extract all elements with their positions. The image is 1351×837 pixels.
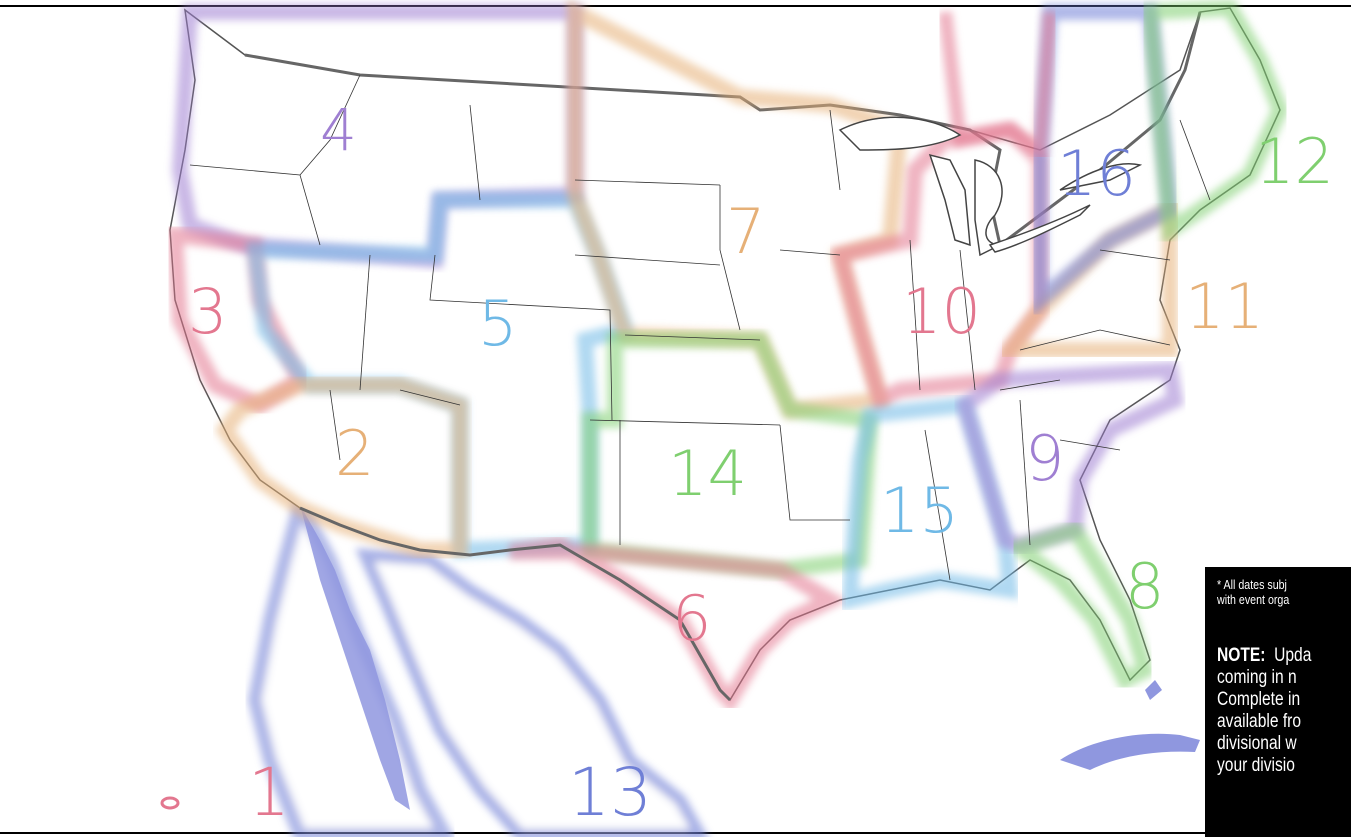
division-label-11: 11 <box>1185 270 1264 343</box>
division-label-16: 16 <box>1057 137 1136 210</box>
us-mexico-border <box>299 506 732 702</box>
note-panel: * All dates subj with event orga NOTE: U… <box>1205 567 1351 837</box>
hawaii-island <box>160 796 180 810</box>
mexico-region <box>247 486 709 837</box>
division-labels: 1 2 3 4 5 6 7 8 9 10 11 12 13 14 15 16 <box>188 96 1334 831</box>
division-label-4: 4 <box>320 96 357 164</box>
division-label-9: 9 <box>1025 422 1064 495</box>
division-label-3: 3 <box>188 275 227 348</box>
note-line: NOTE: Upda <box>1217 645 1311 667</box>
division-label-10: 10 <box>902 275 981 348</box>
note-text: NOTE: Upda coming in n Complete in avail… <box>1217 645 1311 777</box>
note-line: available fro <box>1217 711 1302 732</box>
bahamas-island <box>1145 680 1162 700</box>
note-line: your divisio <box>1217 755 1295 776</box>
cuba-island <box>1060 733 1200 770</box>
division-label-7: 7 <box>726 195 765 268</box>
great-lakes <box>838 116 1143 257</box>
division-label-5: 5 <box>478 287 517 360</box>
division-label-12: 12 <box>1255 125 1334 198</box>
disclaimer-line: with event orga <box>1217 592 1290 607</box>
division-label-13: 13 <box>568 754 652 831</box>
division-label-14: 14 <box>668 437 747 510</box>
division-label-1: 1 <box>248 754 290 831</box>
state-borders <box>189 74 1211 581</box>
division-label-2: 2 <box>335 417 374 490</box>
note-line: coming in n <box>1217 667 1297 688</box>
note-line: divisional w <box>1217 733 1297 754</box>
division-label-6: 6 <box>672 582 711 655</box>
disclaimer-line: * All dates subj <box>1217 577 1287 592</box>
division-label-8: 8 <box>1125 550 1164 623</box>
note-line-text: Upda <box>1274 645 1312 666</box>
disclaimer-text: * All dates subj with event orga <box>1217 577 1289 607</box>
division-label-15: 15 <box>880 474 959 547</box>
note-line: Complete in <box>1217 689 1301 710</box>
note-label: NOTE: <box>1217 645 1266 666</box>
